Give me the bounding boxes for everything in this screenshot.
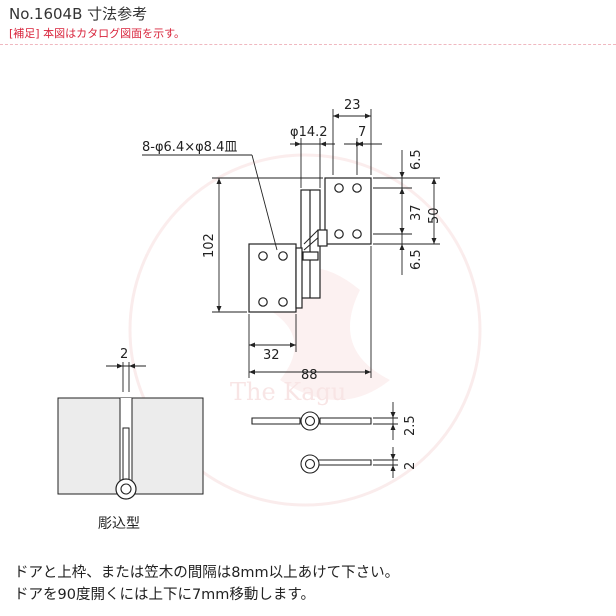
dim-top-width: 23 <box>344 98 361 113</box>
install-notes: ドアと上枠、または笠木の間隔は8mm以上あけて下さい。 ドアを90度開くには上下… <box>14 562 399 606</box>
dim-thickness-bottom: 2 <box>403 462 418 470</box>
dim-hole-pitch: 37 <box>409 204 424 221</box>
screw-hole <box>334 229 344 239</box>
side-view-top <box>251 411 372 431</box>
watermark-text: The Kagu <box>230 378 346 406</box>
right-leaf-plate <box>324 177 372 245</box>
screw-hole <box>352 183 362 193</box>
dim-bottom-margin: 6.5 <box>409 249 424 270</box>
screw-hole <box>278 297 288 307</box>
dim-gap: 2 <box>120 347 128 362</box>
dim-hole-offset: 7 <box>358 125 366 140</box>
note-line: ドアと上枠、または笠木の間隔は8mm以上あけて下さい。 <box>14 565 400 581</box>
dim-top-margin: 6.5 <box>409 149 424 170</box>
dim-pin-diameter: φ14.2 <box>290 125 328 140</box>
thickness-arrows <box>390 412 396 471</box>
screw-hole <box>278 251 288 261</box>
dim-left-plate-width: 32 <box>263 348 280 363</box>
dim-plate-height: 50 <box>427 207 442 224</box>
catalog-note: [補足] 本図はカタログ図面を示す。 <box>9 27 185 40</box>
screw-hole <box>352 229 362 239</box>
install-type-label: 彫込型 <box>98 516 140 532</box>
header-divider <box>0 44 616 45</box>
screw-hole <box>258 297 268 307</box>
front-view <box>248 177 372 313</box>
left-leaf-plate <box>248 243 297 313</box>
side-view-bottom <box>300 454 372 474</box>
dim-hole-spec: 8-φ6.4×φ8.4皿 <box>142 140 237 155</box>
page-title: No.1604B 寸法参考 <box>9 5 148 23</box>
screw-hole <box>334 183 344 193</box>
install-section <box>57 362 204 500</box>
arrow-heads <box>216 113 437 375</box>
dim-thickness-top: 2.5 <box>403 415 418 436</box>
hinge-pin-cap <box>302 251 319 261</box>
dim-total-height: 102 <box>202 233 217 258</box>
screw-hole <box>258 251 268 261</box>
note-line: ドアを90度開くには上下に7mm移動します。 <box>14 587 315 603</box>
thickness-dims <box>373 402 398 478</box>
dim-total-width: 88 <box>301 368 318 383</box>
inserted-leaf <box>122 427 130 481</box>
